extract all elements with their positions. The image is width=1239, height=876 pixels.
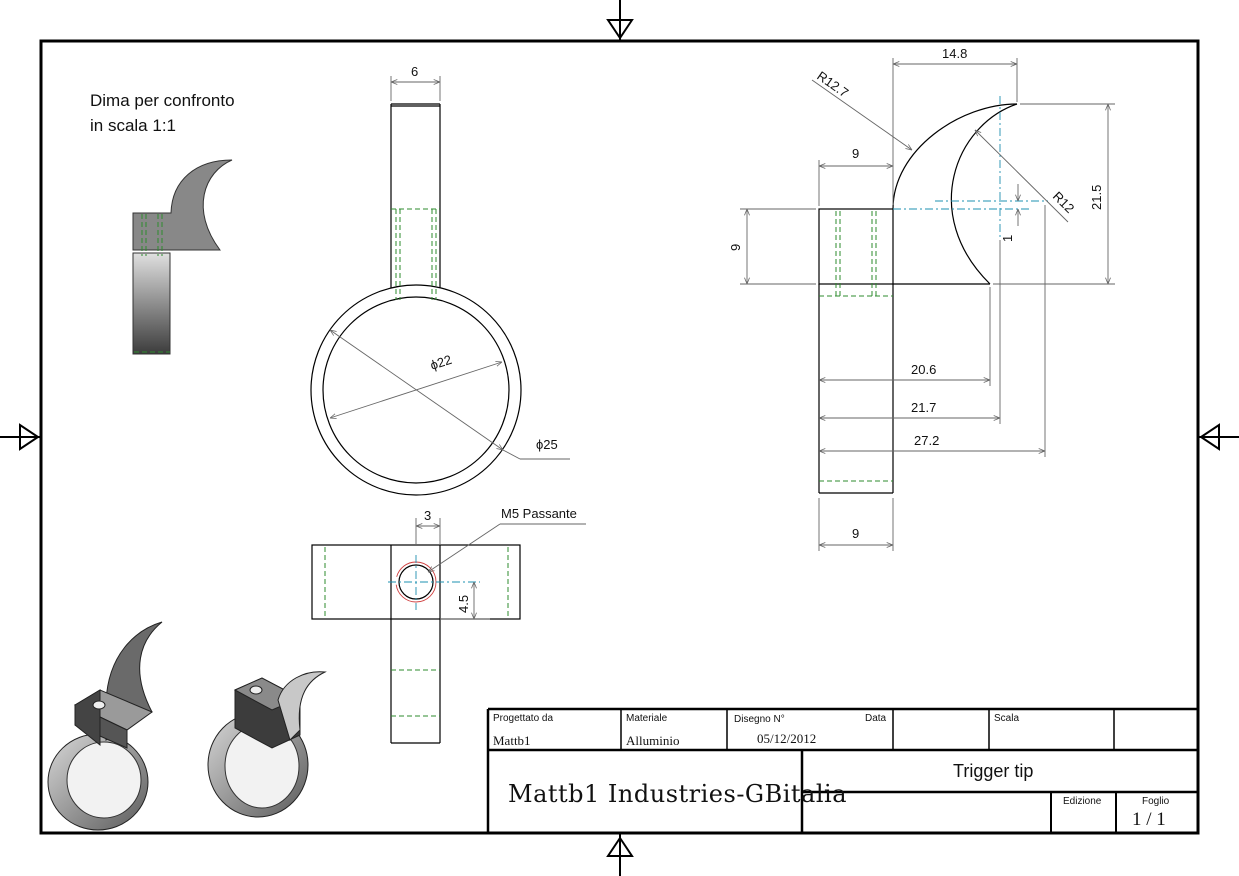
designed-by-label: Progettato da: [493, 713, 553, 724]
dim-overall-height-label: 21.5: [1089, 185, 1104, 210]
side-center-lines: [893, 96, 1048, 240]
dim-block-height: [740, 208, 816, 285]
material-value: Alluminio: [626, 733, 679, 748]
dim-inner-radius: [975, 130, 1069, 223]
company-name: Mattb1 Industries-GBitalia: [508, 780, 847, 808]
dim-bottom-width: [818, 498, 894, 551]
side-hidden-lines: [819, 211, 893, 482]
drawing-no-label: Disegno N°: [734, 714, 785, 725]
iso-render-right: [207, 671, 327, 818]
dim-top-width-label: 6: [411, 64, 418, 79]
edition-label: Edizione: [1063, 796, 1102, 807]
drawing-title: Trigger tip: [953, 761, 1033, 781]
top-hidden-lines: [324, 547, 509, 717]
sheet-value: 1 / 1: [1132, 809, 1166, 830]
date-value: 05/12/2012: [757, 731, 816, 746]
dim-len-a-label: 20.6: [911, 362, 936, 377]
dim-arc-width: [892, 58, 1018, 205]
dim-hole-height-label: 4.5: [456, 595, 471, 613]
dim-outer-radius: [811, 79, 912, 150]
hole-leader: [428, 523, 586, 572]
dim-block-width-label: 9: [852, 146, 859, 161]
dim-arc-width-label: 14.8: [942, 46, 967, 61]
dim-small-offset-label: 1: [1000, 235, 1015, 242]
template-silhouette: [132, 159, 233, 355]
dim-outer-diameter: [330, 330, 570, 460]
dim-inner-diameter-label: ϕ22: [428, 352, 453, 373]
note-line-1: Dima per confronto: [90, 91, 235, 110]
dim-len-b-label: 21.7: [911, 400, 936, 415]
dim-outer-radius-label: R12.7: [814, 68, 851, 100]
dim-outer-diameter-label: ϕ25: [536, 437, 558, 452]
note-line-2: in scala 1:1: [90, 116, 176, 135]
side-view: [818, 103, 1018, 494]
title-block: [486, 707, 1198, 833]
dim-overall-height: [993, 103, 1115, 285]
scale-label: Scala: [994, 713, 1019, 724]
dim-top-width: [390, 76, 441, 101]
front-hidden-lines: [391, 208, 440, 300]
dim-hole-height: [440, 582, 490, 620]
iso-render-left: [47, 621, 163, 831]
front-view: [310, 103, 522, 496]
sheet-label: Foglio: [1142, 796, 1170, 807]
top-center-lines: [388, 555, 480, 610]
dim-bottom-width-label: 9: [852, 526, 859, 541]
hole-note-label: M5 Passante: [501, 506, 577, 521]
date-label: Data: [865, 713, 887, 724]
dim-hole-offset: [415, 518, 441, 545]
designed-by-value: Mattb1: [493, 733, 531, 748]
material-label: Materiale: [626, 713, 668, 724]
dim-block-height-label: 9: [728, 244, 743, 251]
dim-hole-offset-label: 3: [424, 508, 431, 523]
dim-len-c-label: 27.2: [914, 433, 939, 448]
dim-inner-radius-label: R12: [1050, 189, 1077, 216]
dim-block-width: [818, 160, 893, 206]
dim-lengths: [819, 205, 1046, 457]
